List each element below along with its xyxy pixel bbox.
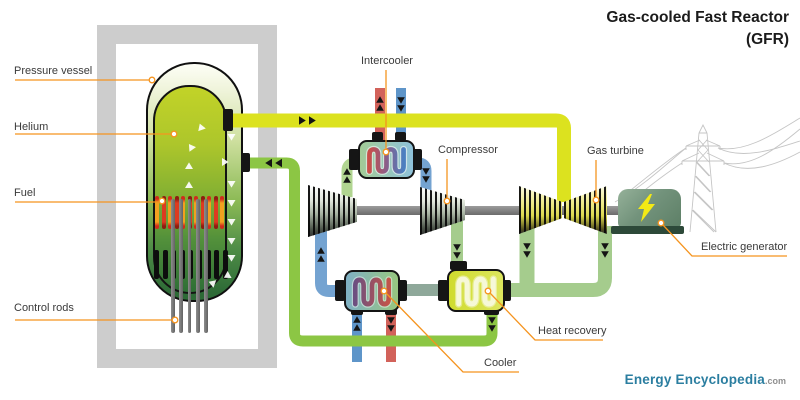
turbine-shaft [312, 206, 620, 215]
label-heat-recovery: Heat recovery [538, 325, 607, 337]
lp-compressor [308, 185, 357, 237]
label-control-rods: Control rods [14, 302, 74, 314]
pipe-heatrec-to-reactor [246, 157, 498, 347]
title-line1: Gas-cooled Fast Reactor [606, 9, 789, 26]
lightning-icon [638, 194, 655, 222]
intercooler [358, 140, 415, 179]
label-cooler: Cooler [484, 357, 517, 369]
pipe-turbine-exhaust-right [511, 226, 612, 297]
title-line2: (GFR) [745, 31, 789, 48]
pipe-cooler-to-lp [315, 231, 341, 297]
cooler [344, 270, 400, 312]
heat-recovery-coil [455, 275, 497, 308]
electric-generator [618, 189, 681, 228]
gas-turbine-left [519, 186, 562, 234]
gas-turbine-right [564, 186, 607, 234]
label-gas-turbine: Gas turbine [587, 145, 644, 157]
diagram-title: Gas-cooled Fast Reactor (GFR) [606, 7, 789, 51]
label-compressor: Compressor [438, 144, 498, 156]
label-pressure-vessel: Pressure vessel [14, 65, 93, 77]
label-intercooler: Intercooler [361, 55, 413, 67]
label-electric-generator: Electric generator [701, 241, 788, 253]
label-fuel: Fuel [14, 187, 36, 199]
label-helium: Helium [14, 121, 49, 133]
generator-base [611, 226, 684, 234]
cooler-coil [351, 276, 393, 308]
intercooler-coil [365, 145, 408, 175]
logo-suffix: .com [764, 376, 786, 386]
brand-logo: Energy Encyclopedia.com [625, 371, 786, 389]
logo-text: Energy Encyclopedia [624, 372, 765, 387]
hp-compressor [420, 187, 465, 235]
heat-recovery [447, 269, 505, 312]
